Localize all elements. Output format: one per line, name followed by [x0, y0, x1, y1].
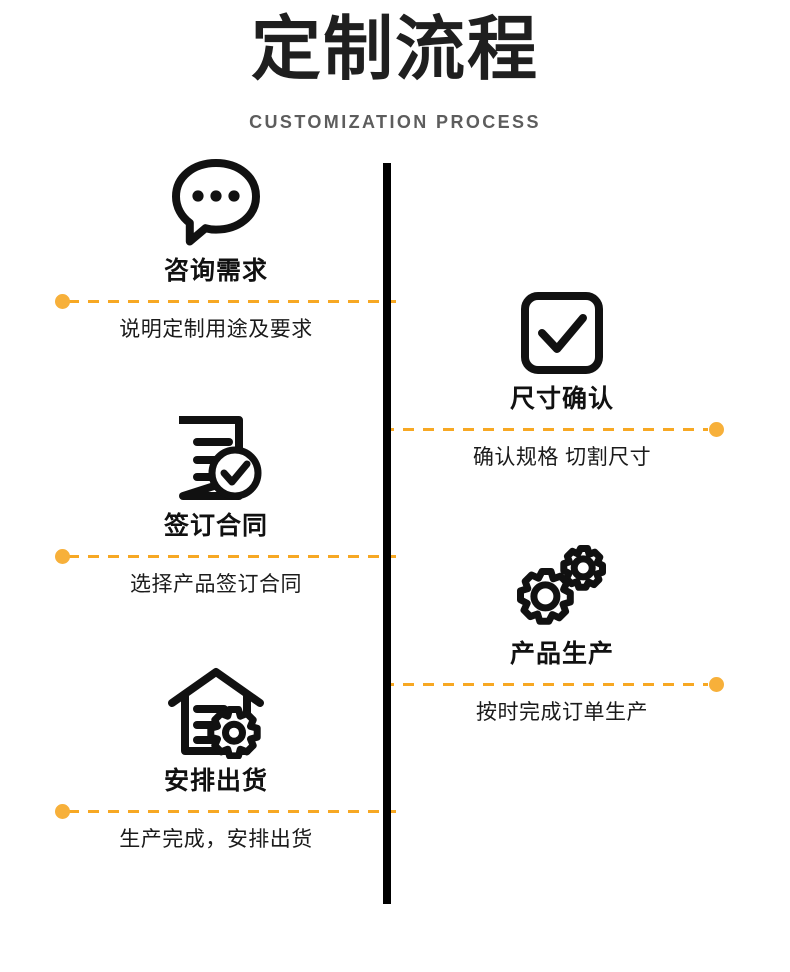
gears-icon — [392, 536, 732, 632]
step-description: 确认规格 切割尺寸 — [472, 445, 652, 469]
page-title: 定制流程 — [251, 10, 539, 88]
process-step-1[interactable]: 咨询需求 说明定制用途及要求 — [46, 153, 396, 342]
process-step-4[interactable]: 产品生产 按时完成订单生产 — [383, 536, 732, 725]
dashed-line — [68, 299, 396, 303]
checkbox-check-icon — [392, 281, 732, 377]
process-flow: 咨询需求 说明定制用途及要求 尺寸确认 确认规格 切割尺寸 — [0, 153, 790, 943]
timeline-spine — [383, 163, 391, 904]
step-title: 安排出货 — [163, 767, 268, 795]
dashed-line — [68, 554, 396, 558]
page-subtitle: CUSTOMIZATION PROCESS — [249, 112, 541, 132]
process-step-3[interactable]: 签订合同 选择产品签订合同 — [46, 408, 396, 597]
timeline-dot — [709, 676, 724, 692]
step-description: 生产完成，安排出货 — [119, 827, 313, 851]
step-title: 咨询需求 — [163, 257, 268, 285]
page-header: 定制流程 CUSTOMIZATION PROCESS — [0, 0, 790, 133]
timeline-dot — [709, 421, 724, 437]
timeline-dot — [55, 293, 70, 309]
process-step-2[interactable]: 尺寸确认 确认规格 切割尺寸 — [383, 281, 732, 470]
document-check-icon — [46, 408, 386, 504]
step-connector — [383, 421, 732, 437]
step-connector — [383, 676, 732, 692]
step-description: 按时完成订单生产 — [476, 700, 648, 724]
step-connector — [46, 548, 396, 564]
step-description: 选择产品签订合同 — [130, 572, 302, 596]
factory-gear-icon — [46, 663, 386, 759]
step-title: 签订合同 — [163, 512, 268, 540]
dashed-line — [68, 809, 396, 813]
step-connector — [46, 293, 396, 309]
timeline-dot — [55, 548, 70, 564]
dashed-line — [383, 682, 708, 686]
step-title: 产品生产 — [509, 640, 614, 668]
process-step-5[interactable]: 安排出货 生产完成，安排出货 — [46, 663, 396, 852]
timeline-dot — [55, 803, 70, 819]
step-connector — [46, 803, 396, 819]
step-title: 尺寸确认 — [509, 385, 614, 413]
speech-bubble-dots-icon — [46, 153, 386, 249]
step-description: 说明定制用途及要求 — [119, 317, 313, 341]
dashed-line — [383, 427, 708, 431]
